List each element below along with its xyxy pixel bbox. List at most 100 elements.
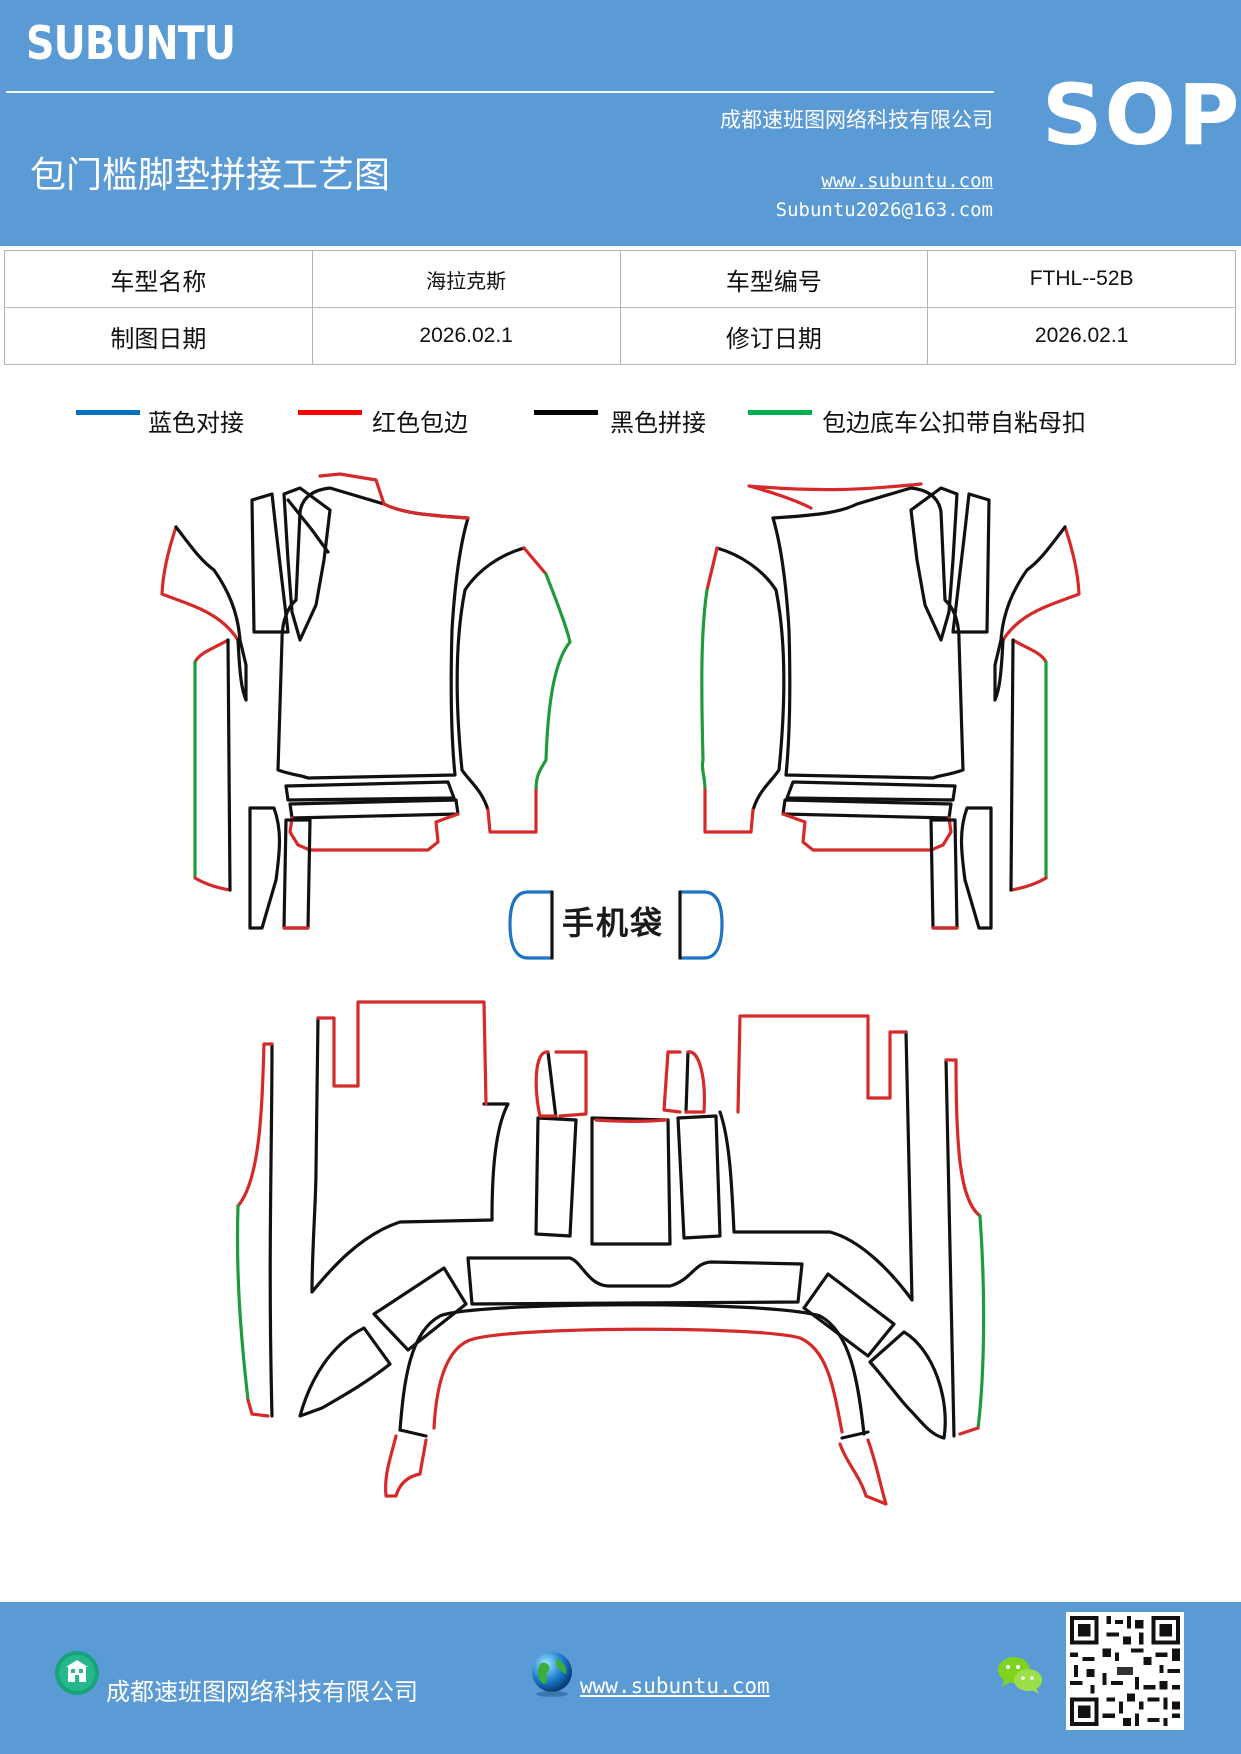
mat-piece: [771, 486, 965, 780]
phone-pocket-left-bracket: [508, 890, 554, 960]
mat-piece: [705, 546, 719, 592]
mat-piece: [193, 638, 230, 664]
mat-piece: [662, 1050, 682, 1114]
mat-piece: [316, 1000, 488, 1106]
mat-piece: [284, 780, 456, 802]
header-website-link[interactable]: www.subuntu.com: [821, 170, 993, 192]
mat-piece: [318, 472, 386, 506]
mat-piece: [718, 1030, 914, 1302]
mat-piece: [1009, 638, 1015, 892]
mat-piece: [372, 1266, 468, 1352]
model-code-label: 车型编号: [619, 250, 929, 308]
mat-piece: [781, 812, 953, 852]
building-icon: [55, 1651, 99, 1695]
mat-piece: [288, 798, 460, 820]
mat-piece: [432, 1327, 844, 1434]
globe-icon: [532, 1652, 572, 1697]
mat-piece: [382, 502, 470, 520]
mat-piece: [594, 1118, 668, 1124]
mat-piece: [522, 546, 548, 576]
mat-piece: [703, 788, 755, 834]
right-front-mat-group: [700, 482, 1081, 930]
mat-piece: [951, 492, 991, 634]
mat-piece: [554, 1050, 588, 1118]
header-band: SUBUNTU 成都速班图网络科技有限公司 包门槛脚垫拼接工艺图 www.sub…: [0, 0, 1241, 246]
mat-piece: [929, 818, 959, 930]
mat-piece: [160, 525, 240, 642]
mat-piece: [248, 806, 282, 930]
mat-piece: [534, 1116, 578, 1238]
mat-piece: [1009, 876, 1048, 892]
document-title: 包门槛脚垫拼接工艺图: [30, 155, 391, 196]
mat-piece: [282, 486, 332, 642]
mat-piece: [288, 812, 460, 852]
mat-piece: [747, 482, 923, 510]
mat-piece: [246, 1398, 270, 1418]
mat-piece: [534, 1050, 558, 1118]
mat-piece: [236, 1042, 274, 1208]
legend-swatch-blue: [76, 410, 140, 415]
drawing-date-label: 制图日期: [4, 307, 313, 365]
mat-piece: [944, 1058, 956, 1438]
phone-pocket: [508, 890, 724, 960]
mat-piece: [840, 1430, 870, 1440]
mat-piece: [909, 486, 959, 642]
mat-piece: [310, 1016, 510, 1294]
mat-piece: [976, 1214, 986, 1430]
model-name-value: 海拉克斯: [311, 250, 621, 308]
header-company: 成都速班图网络科技有限公司: [720, 108, 993, 132]
mat-piece: [802, 1272, 896, 1358]
footer-company: 成都速班图网络科技有限公司: [106, 1678, 418, 1706]
model-name-label: 车型名称: [4, 250, 313, 308]
header-email: Subuntu2026@163.com: [775, 199, 993, 221]
floor-mat-diagram: [160, 472, 1081, 1506]
mat-piece: [684, 1050, 706, 1114]
mat-piece: [466, 1256, 804, 1306]
revision-date-value: 2026.02.1: [927, 307, 1236, 365]
wechat-icon: [998, 1657, 1042, 1694]
table-row: 制图日期 2026.02.1 修订日期 2026.02.1: [4, 307, 1236, 365]
drawing-date-value: 2026.02.1: [311, 307, 621, 365]
mat-piece: [1001, 525, 1081, 642]
revision-date-label: 修订日期: [619, 307, 929, 365]
legend-swatch-green: [748, 410, 812, 415]
footer-website-link[interactable]: www.subuntu.com: [580, 1674, 770, 1698]
mat-piece: [398, 1303, 866, 1436]
legend-label: 红色包边: [372, 409, 468, 437]
mat-piece: [486, 788, 538, 834]
mat-piece: [781, 798, 953, 820]
qr-code-icon[interactable]: [1066, 1612, 1184, 1730]
mat-piece: [1011, 638, 1048, 664]
left-front-mat-group: [160, 472, 572, 930]
vehicle-info-table: 车型名称 海拉克斯 车型编号 FTHL--52B 制图日期 2026.02.1 …: [4, 250, 1236, 365]
footer-band: 成都速班图网络科技有限公司 www.subuntu.com: [0, 1602, 1241, 1754]
legend-swatch-black: [534, 410, 598, 415]
mat-piece: [282, 818, 312, 930]
mat-piece: [684, 1050, 690, 1114]
mat-piece: [455, 546, 526, 812]
phone-pocket-right-bracket: [678, 890, 724, 960]
mat-piece: [268, 1042, 274, 1418]
mat-piece: [959, 806, 993, 930]
mat-piece: [534, 572, 572, 792]
mat-piece: [700, 588, 709, 792]
brand-logo: SUBUNTU: [26, 16, 236, 70]
mat-piece: [250, 492, 290, 634]
table-row: 车型名称 海拉克斯 车型编号 FTHL--52B: [4, 250, 1236, 308]
mat-piece: [868, 1330, 947, 1440]
sop-badge: SOP: [1042, 66, 1241, 164]
legend-swatch-red: [298, 410, 362, 415]
mat-piece: [958, 1426, 980, 1436]
mat-piece: [715, 546, 786, 812]
header-divider: [6, 91, 994, 93]
mat-piece: [785, 780, 957, 802]
mat-piece: [736, 1014, 908, 1114]
legend-label: 包边底车公扣带自粘母扣: [822, 409, 1086, 437]
mat-piece: [944, 1058, 982, 1218]
mat-piece: [193, 876, 232, 892]
mat-piece: [384, 1434, 428, 1498]
mat-piece: [546, 1050, 558, 1120]
mat-piece: [174, 525, 248, 702]
legend-label: 黑色拼接: [610, 409, 706, 437]
phone-pocket-label: 手机袋: [562, 904, 665, 942]
